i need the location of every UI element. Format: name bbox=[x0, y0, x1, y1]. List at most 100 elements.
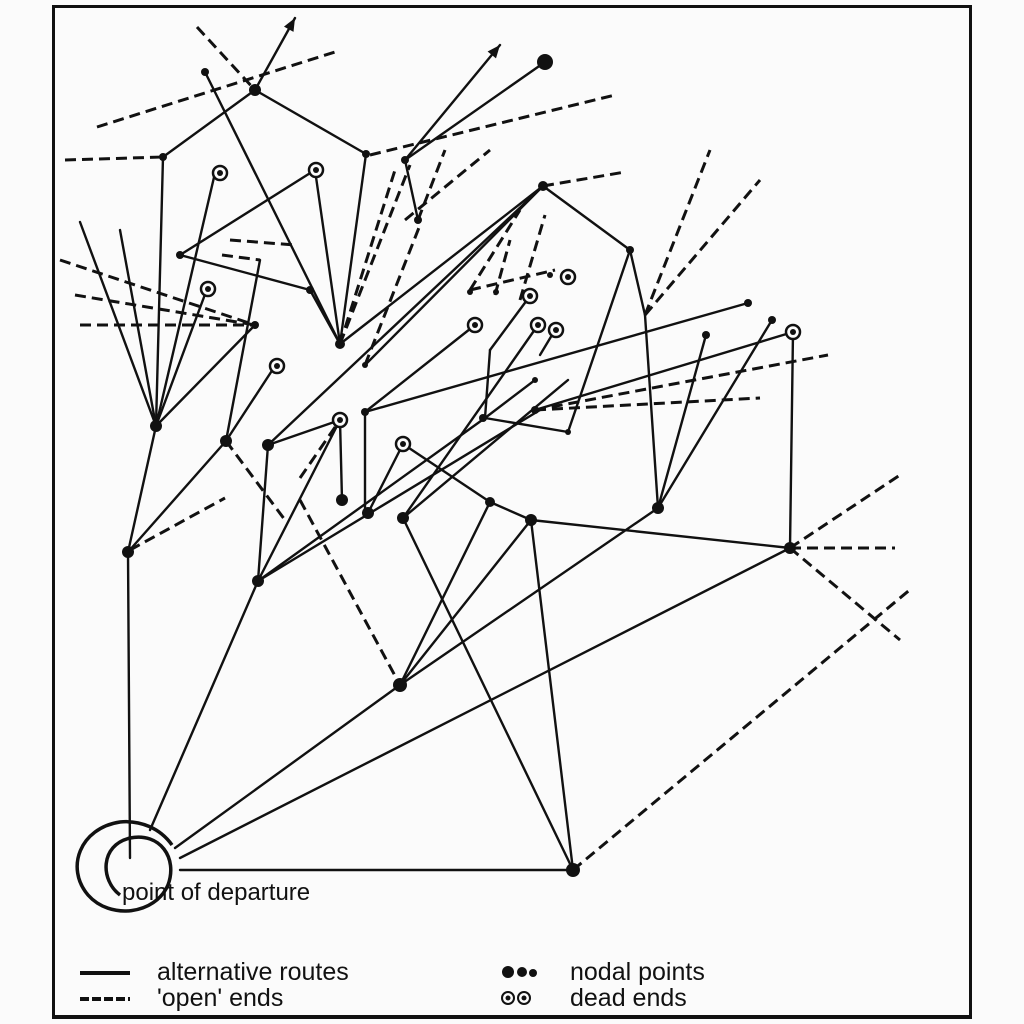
open-end-line bbox=[572, 586, 913, 872]
open-end-line bbox=[96, 50, 336, 129]
route-line bbox=[488, 500, 533, 522]
open-end-line bbox=[64, 155, 164, 162]
open-end-line bbox=[789, 473, 901, 550]
route-line bbox=[403, 158, 420, 222]
route-line bbox=[656, 318, 774, 510]
route-line bbox=[643, 313, 660, 510]
open-end-line bbox=[416, 149, 447, 221]
nodal-point bbox=[122, 546, 134, 558]
dead-end-icon bbox=[205, 286, 211, 292]
route-line bbox=[126, 439, 228, 554]
route-line bbox=[363, 184, 545, 367]
route-line bbox=[313, 168, 342, 346]
nodal-point bbox=[485, 497, 495, 507]
open-end-line bbox=[224, 440, 287, 521]
route-line bbox=[178, 168, 317, 257]
nodal-point bbox=[336, 494, 348, 506]
origin-label: point of departure bbox=[122, 879, 311, 906]
open-end-line bbox=[129, 496, 226, 552]
legend-dashed-swatch bbox=[80, 997, 130, 1001]
route-line bbox=[256, 418, 342, 583]
route-line bbox=[338, 152, 368, 346]
open-end-line bbox=[338, 164, 412, 345]
nodal-point bbox=[397, 512, 409, 524]
dead-end-icon bbox=[217, 170, 223, 176]
open-end-line bbox=[518, 214, 547, 301]
route-line bbox=[483, 416, 570, 434]
nodal-point bbox=[335, 339, 345, 349]
nodal-point bbox=[361, 408, 369, 416]
route-line bbox=[256, 408, 542, 583]
nodal-point bbox=[768, 316, 776, 324]
route-line bbox=[488, 294, 532, 352]
nodal-point bbox=[652, 502, 664, 514]
legend-dead-ends: dead ends bbox=[570, 984, 687, 1012]
route-line bbox=[256, 416, 487, 583]
route-line bbox=[118, 228, 158, 428]
nodal-point bbox=[401, 156, 409, 164]
dead-end-icon bbox=[790, 329, 796, 335]
route-line bbox=[529, 518, 792, 550]
point-of-departure-icon bbox=[75, 819, 174, 913]
route-line bbox=[266, 418, 342, 447]
open-end-line bbox=[643, 179, 762, 316]
nodal-point bbox=[531, 406, 539, 414]
nodal-point bbox=[565, 429, 571, 435]
nodal-point bbox=[784, 542, 796, 554]
nodal-point bbox=[525, 514, 537, 526]
legend-nodal-icon bbox=[502, 966, 537, 978]
route-line bbox=[401, 323, 540, 520]
route-line bbox=[788, 330, 795, 550]
route-line bbox=[483, 348, 492, 420]
nodal-point bbox=[249, 84, 261, 96]
open-end-line bbox=[493, 239, 512, 296]
nodal-point bbox=[220, 435, 232, 447]
open-end-line bbox=[369, 93, 616, 157]
open-end-line bbox=[59, 258, 256, 327]
open-end-line bbox=[542, 170, 626, 188]
route-line bbox=[401, 516, 575, 872]
open-end-line bbox=[468, 209, 522, 291]
route-line bbox=[533, 330, 795, 412]
route-line bbox=[363, 301, 750, 414]
route-line bbox=[483, 378, 537, 420]
nodal-point bbox=[566, 863, 580, 877]
nodal-point bbox=[306, 286, 314, 294]
nodal-point bbox=[467, 289, 473, 295]
dead-end-icon bbox=[565, 274, 571, 280]
route-line bbox=[366, 442, 405, 515]
nodal-point bbox=[251, 321, 259, 329]
nodal-point bbox=[176, 251, 184, 259]
nodal-point bbox=[362, 150, 370, 158]
open-end-line bbox=[534, 396, 761, 412]
nodal-point bbox=[201, 68, 209, 76]
open-end-line bbox=[363, 224, 422, 366]
route-line bbox=[403, 60, 547, 162]
nodal-point bbox=[702, 331, 710, 339]
route-line bbox=[401, 378, 570, 520]
open-end-line bbox=[74, 293, 256, 327]
route-line bbox=[154, 155, 165, 428]
route-line bbox=[529, 518, 575, 872]
legend-nodal-points: nodal points bbox=[570, 958, 705, 986]
route-line bbox=[154, 287, 209, 428]
arrow-head-icon bbox=[487, 45, 500, 59]
nodal-point bbox=[362, 362, 368, 368]
nodal-point bbox=[538, 181, 548, 191]
route-line bbox=[154, 323, 257, 428]
dead-end-icon bbox=[337, 417, 343, 423]
open-end-line bbox=[229, 238, 296, 247]
route-line bbox=[656, 333, 708, 510]
dead-end-icon bbox=[472, 322, 478, 328]
route-line bbox=[541, 184, 632, 252]
legend-alternative-routes: alternative routes bbox=[157, 958, 349, 986]
route-line bbox=[256, 443, 270, 583]
legend-solid-swatch bbox=[80, 971, 130, 975]
nodal-point bbox=[150, 420, 162, 432]
nodal-point bbox=[493, 289, 499, 295]
route-line bbox=[338, 184, 545, 346]
route-line bbox=[224, 258, 262, 443]
nodal-point bbox=[362, 507, 374, 519]
nodal-point bbox=[252, 575, 264, 587]
nodal-point bbox=[537, 54, 553, 70]
